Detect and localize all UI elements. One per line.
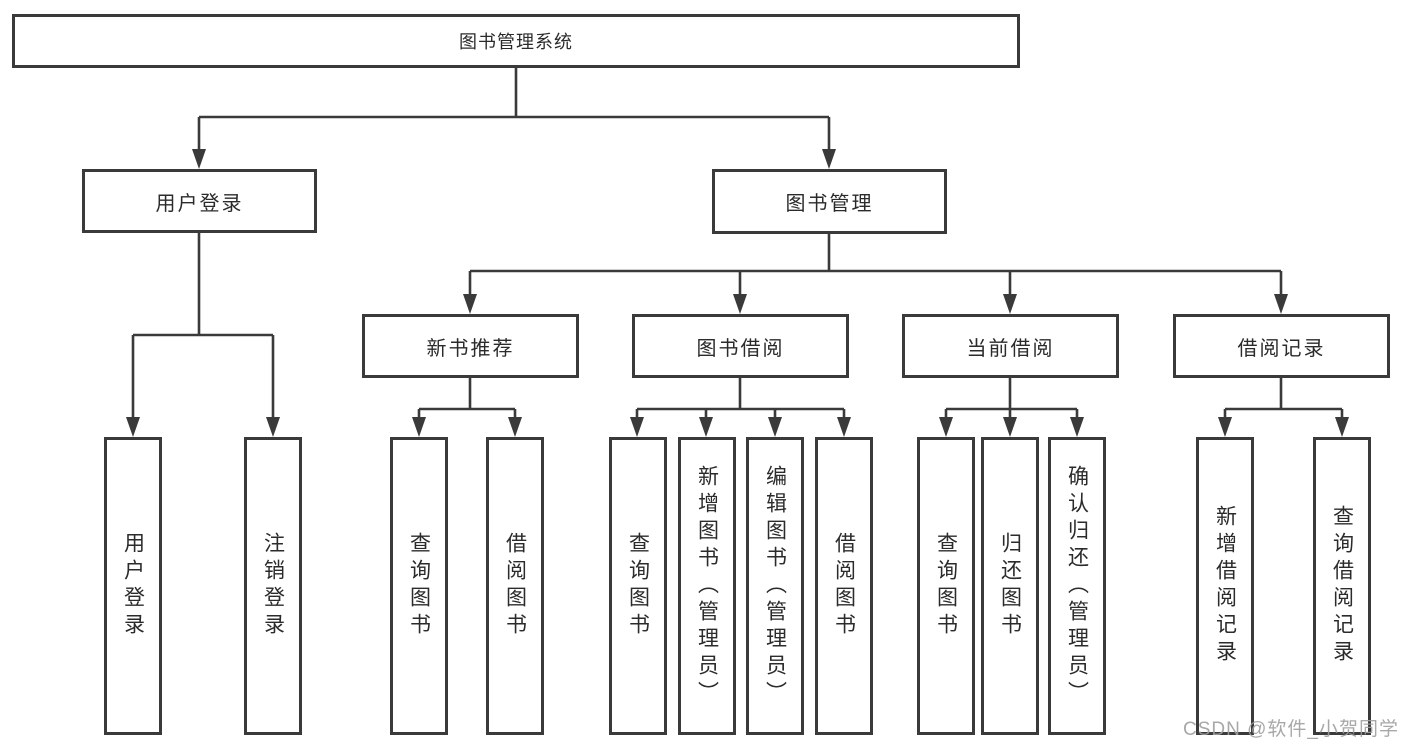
node-new-book-recommend: 新书推荐 <box>362 314 579 378</box>
leaf-query-borrow-record-label: 查询借阅记录 <box>1330 505 1354 667</box>
node-borrow-records-label: 借阅记录 <box>1237 337 1326 360</box>
leaf-query-books-borrow: 查询图书 <box>609 437 667 735</box>
leaf-return-books-label: 归还图书 <box>998 532 1022 640</box>
csdn-watermark: CSDN @软件_小贺同学 <box>1183 719 1399 740</box>
leaf-borrow-books-label: 借阅图书 <box>832 532 856 640</box>
leaf-borrow-books-recommend-label: 借阅图书 <box>503 532 527 640</box>
leaf-borrow-books-recommend: 借阅图书 <box>486 437 544 735</box>
leaf-return-books: 归还图书 <box>981 437 1039 735</box>
node-book-management: 图书管理 <box>712 169 947 234</box>
leaf-add-borrow-record: 新增借阅记录 <box>1196 437 1254 735</box>
node-book-borrow: 图书借阅 <box>632 314 849 378</box>
leaf-confirm-return-admin-label: 确认归还（管理员） <box>1065 464 1089 708</box>
node-user-login: 用户登录 <box>82 169 317 233</box>
node-user-login-label: 用户登录 <box>155 192 244 215</box>
leaf-query-books-current: 查询图书 <box>917 437 975 735</box>
node-root-system: 图书管理系统 <box>12 14 1020 68</box>
leaf-edit-book-admin: 编辑图书（管理员） <box>746 437 804 735</box>
node-new-book-recommend-label: 新书推荐 <box>426 337 515 360</box>
leaf-borrow-books: 借阅图书 <box>815 437 873 735</box>
leaf-add-book-admin: 新增图书（管理员） <box>678 437 736 735</box>
leaf-query-books-recommend: 查询图书 <box>390 437 448 735</box>
leaf-logout: 注销登录 <box>244 437 302 735</box>
leaf-query-books-recommend-label: 查询图书 <box>407 532 431 640</box>
leaf-query-books-current-label: 查询图书 <box>934 532 958 640</box>
leaf-logout-label: 注销登录 <box>261 532 285 640</box>
leaf-add-book-admin-label: 新增图书（管理员） <box>695 464 719 708</box>
leaf-query-books-borrow-label: 查询图书 <box>626 532 650 640</box>
node-book-management-label: 图书管理 <box>785 193 874 215</box>
leaf-user-login-label: 用户登录 <box>121 532 145 640</box>
node-current-borrow-label: 当前借阅 <box>966 337 1055 360</box>
leaf-edit-book-admin-label: 编辑图书（管理员） <box>763 464 787 708</box>
leaf-add-borrow-record-label: 新增借阅记录 <box>1213 505 1237 667</box>
node-book-borrow-label: 图书借阅 <box>696 337 785 360</box>
node-borrow-records: 借阅记录 <box>1173 314 1390 378</box>
leaf-confirm-return-admin: 确认归还（管理员） <box>1048 437 1106 735</box>
leaf-user-login: 用户登录 <box>104 437 162 735</box>
node-root-label: 图书管理系统 <box>459 32 573 52</box>
leaf-query-borrow-record: 查询借阅记录 <box>1313 437 1371 735</box>
node-current-borrow: 当前借阅 <box>902 314 1119 378</box>
